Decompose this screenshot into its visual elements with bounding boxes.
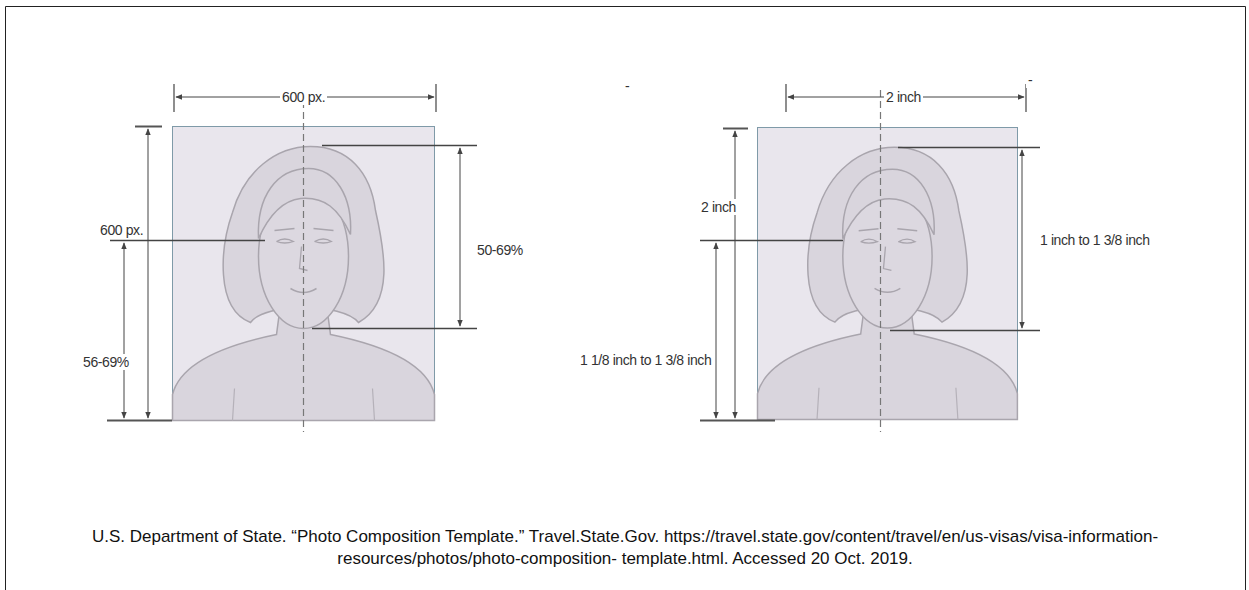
eye-height-dimension: 1 1/8 inch to 1 3/8 inch bbox=[578, 352, 713, 368]
width-dimension: 2 inch bbox=[884, 89, 923, 105]
height-dimension: 2 inch bbox=[699, 199, 738, 215]
head-size-dimension: 1 inch to 1 3/8 inch bbox=[1038, 232, 1152, 248]
source-caption: U.S. Department of State. “Photo Composi… bbox=[30, 526, 1220, 570]
height-dimension: 600 px. bbox=[98, 222, 145, 238]
stray-mark: - bbox=[623, 78, 631, 94]
eye-height-dimension: 56-69% bbox=[81, 354, 131, 370]
head-size-dimension: 50-69% bbox=[475, 242, 525, 258]
stray-mark: - bbox=[1026, 72, 1034, 88]
width-dimension: 600 px. bbox=[280, 89, 327, 105]
